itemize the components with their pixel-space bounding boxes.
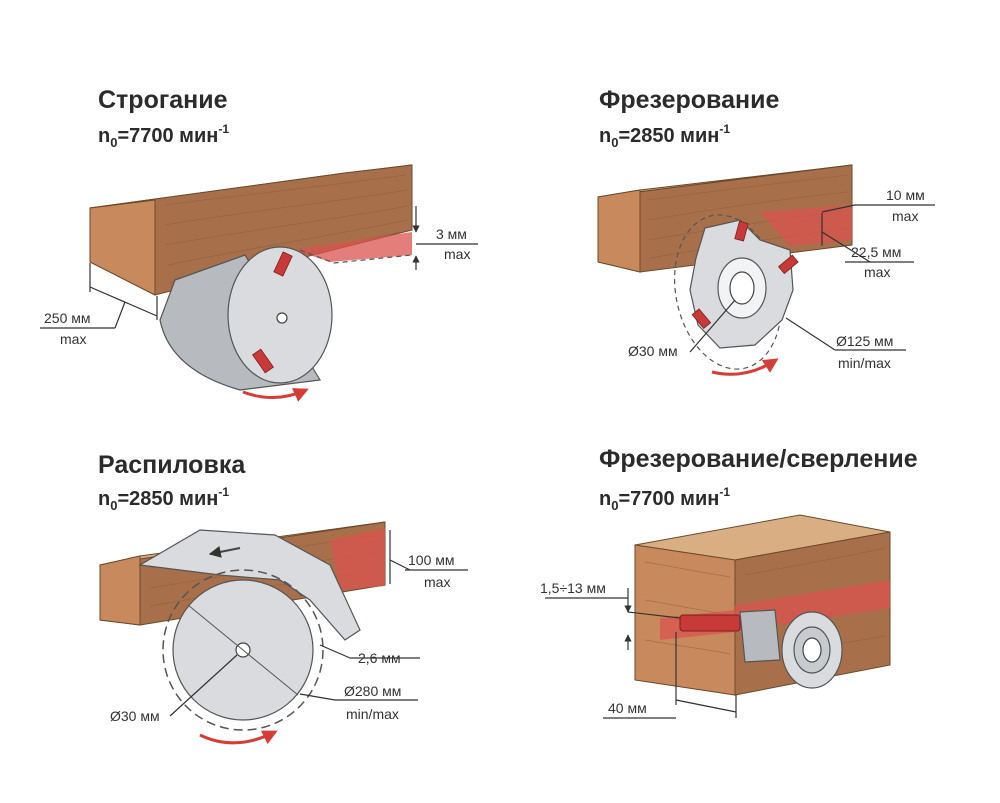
svg-text:max: max xyxy=(892,208,918,224)
svg-text:2,6 мм: 2,6 мм xyxy=(358,650,401,666)
speed-label: n0=2850 мин-1 xyxy=(599,122,730,150)
dimension-height: 100 мм max xyxy=(389,530,468,590)
panel-title: Строгание xyxy=(98,86,228,114)
dimension-height: 22,5 мм max xyxy=(821,213,914,280)
panel-drilling: Фрезерование/сверление n0=7700 мин-1 1,5… xyxy=(540,445,918,719)
dimension-depth: 3 мм max xyxy=(412,206,478,270)
saw-guard xyxy=(138,529,361,641)
svg-text:min/max: min/max xyxy=(346,706,399,722)
svg-text:10 мм: 10 мм xyxy=(886,187,925,203)
dimension-range: 1,5÷13 мм xyxy=(540,580,681,650)
svg-text:Ø280 мм: Ø280 мм xyxy=(344,683,401,699)
svg-text:max: max xyxy=(60,331,86,347)
drill-bit xyxy=(679,609,843,689)
svg-text:1,5÷13 мм: 1,5÷13 мм xyxy=(540,580,606,596)
panel-milling: Фрезерование n0=2850 мин-1 10 мм max xyxy=(597,86,935,376)
dimension-diameter: Ø125 мм min/max xyxy=(785,317,906,371)
svg-text:Ø30 мм: Ø30 мм xyxy=(110,708,160,724)
panel-planing: Строгание n0=7700 мин-1 3 мм max xyxy=(40,86,478,402)
planer-cutter xyxy=(159,246,413,402)
svg-text:250 мм: 250 мм xyxy=(44,310,91,326)
speed-label: n0=2850 мин-1 xyxy=(98,485,229,513)
panel-title: Распиловка xyxy=(98,451,246,479)
svg-text:max: max xyxy=(864,264,890,280)
svg-text:Ø30 мм: Ø30 мм xyxy=(628,343,678,359)
panel-title: Фрезерование/сверление xyxy=(599,445,918,473)
saw-blade xyxy=(162,569,324,745)
dimension-bore: Ø30 мм xyxy=(110,654,238,724)
svg-text:100 мм: 100 мм xyxy=(408,552,455,568)
dimension-kerf: 2,6 мм xyxy=(319,644,420,666)
speed-label: n0=7700 мин-1 xyxy=(599,485,730,513)
panel-sawing: Распиловка n0=2850 мин-1 100 мм m xyxy=(98,451,468,745)
svg-text:min/max: min/max xyxy=(838,355,891,371)
svg-text:max: max xyxy=(424,574,450,590)
dimension-bore: Ø30 мм xyxy=(628,299,736,359)
dimension-diameter: Ø280 мм min/max xyxy=(299,683,418,722)
svg-text:max: max xyxy=(444,246,470,262)
svg-text:40 мм: 40 мм xyxy=(608,700,647,716)
workpiece-block xyxy=(634,514,891,696)
svg-text:22,5 мм: 22,5 мм xyxy=(851,244,901,260)
panel-title: Фрезерование xyxy=(599,86,779,114)
dimension-width: 250 мм max xyxy=(40,263,158,347)
svg-text:3 мм: 3 мм xyxy=(436,226,467,242)
dimension-depth: 40 мм xyxy=(603,632,737,719)
milling-cutter xyxy=(674,214,799,376)
dimension-depth: 10 мм max xyxy=(821,187,935,224)
svg-text:Ø125 мм: Ø125 мм xyxy=(836,333,893,349)
speed-label: n0=7700 мин-1 xyxy=(98,122,229,150)
workpiece-board xyxy=(89,164,413,296)
